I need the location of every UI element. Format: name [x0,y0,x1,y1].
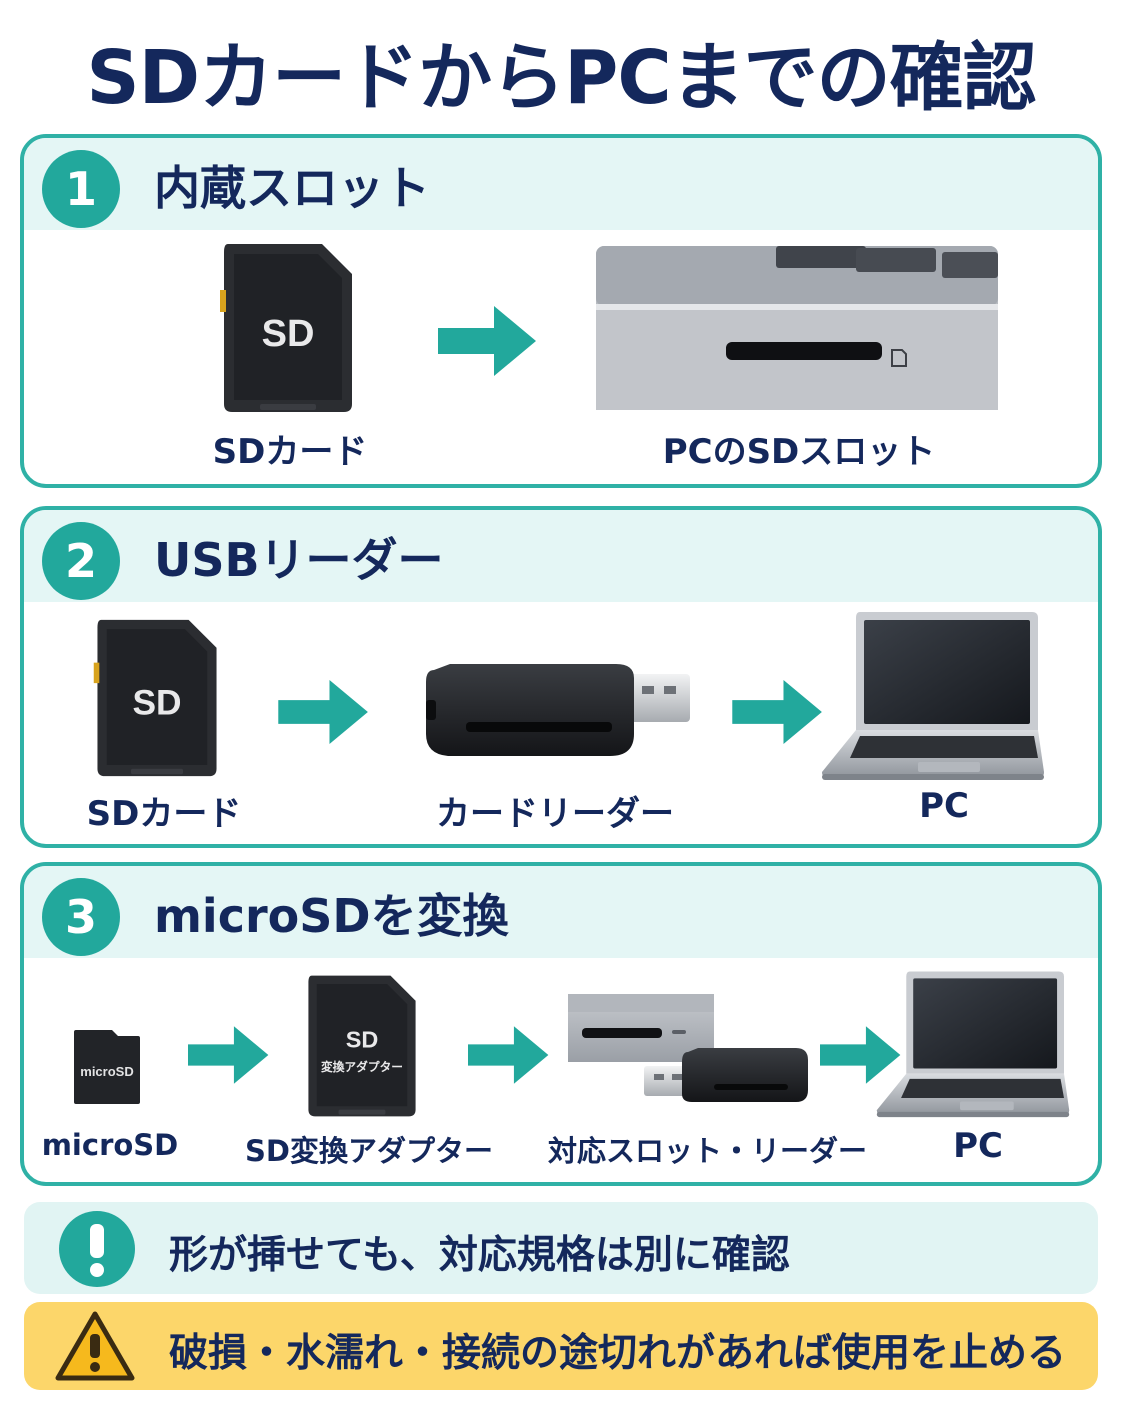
arrow-right-icon [468,1026,549,1084]
section-title: microSDを変換 [154,889,509,943]
laptop-icon [876,971,1070,1118]
sd-adapter-icon: SD 変換アダプター [308,975,416,1117]
sd-card-text: SD [262,313,315,355]
note-text: 形が挿せても、対応規格は別に確認 [169,1233,790,1278]
item-label: microSD [41,1128,179,1162]
item-label: PCのSDスロット [662,432,936,472]
adapter-sub-text: 変換アダプター [321,1060,403,1074]
sd-card-text: SD [132,684,181,723]
section-title: 内蔵スロット [154,161,430,215]
section-usb-reader: 2 USBリーダー SD SDカード カードリーダー PC [20,506,1102,848]
note-check-spec: 形が挿せても、対応規格は別に確認 [24,1202,1098,1294]
section-microsd-convert: 3 microSDを変換 microSD microSD SD 変換アダプター … [20,862,1102,1186]
item-label: カードリーダー [436,794,674,834]
section-header: 1 内蔵スロット [24,138,1098,230]
section-number-badge: 2 [42,522,120,600]
microsd-card-icon: microSD [74,1030,140,1104]
item-label: SD変換アダプター [245,1134,493,1168]
slot-and-reader-icon [568,994,808,1102]
section-number-badge: 3 [42,878,120,956]
arrow-right-icon [438,306,536,376]
arrow-right-icon [188,1026,269,1084]
arrow-right-icon [278,680,368,744]
microsd-card-text: microSD [80,1064,133,1079]
sd-card-icon: SD [93,619,217,777]
arrow-right-icon [732,680,822,744]
section-header: 3 microSDを変換 [24,866,1098,958]
item-label: PC [953,1126,1003,1166]
item-label: SDカード [86,794,242,834]
item-label: SDカード [212,432,368,472]
note-text: 破損・水濡れ・接続の途切れがあれば使用を止める [169,1331,1067,1376]
warning-icon [55,1311,135,1381]
pc-sd-slot-icon [596,246,998,410]
note-stop-use: 破損・水濡れ・接続の途切れがあれば使用を止める [24,1302,1098,1390]
page-title: SDカードからPCまでの確認 [86,35,1036,121]
arrow-right-icon [820,1026,901,1084]
item-label: 対応スロット・リーダー [548,1134,868,1168]
laptop-icon [822,612,1044,780]
item-label: PC [919,786,969,826]
sd-card-icon: SD [220,244,352,412]
section-title: USBリーダー [154,533,444,587]
section-header: 2 USBリーダー [24,510,1098,602]
section-built-in-slot: 1 内蔵スロット SD SDカード PCのSDスロット [20,134,1102,488]
exclamation-icon [59,1211,135,1287]
adapter-main-text: SD [346,1027,379,1053]
usb-card-reader-icon [426,664,690,756]
section-number-badge: 1 [42,150,120,228]
